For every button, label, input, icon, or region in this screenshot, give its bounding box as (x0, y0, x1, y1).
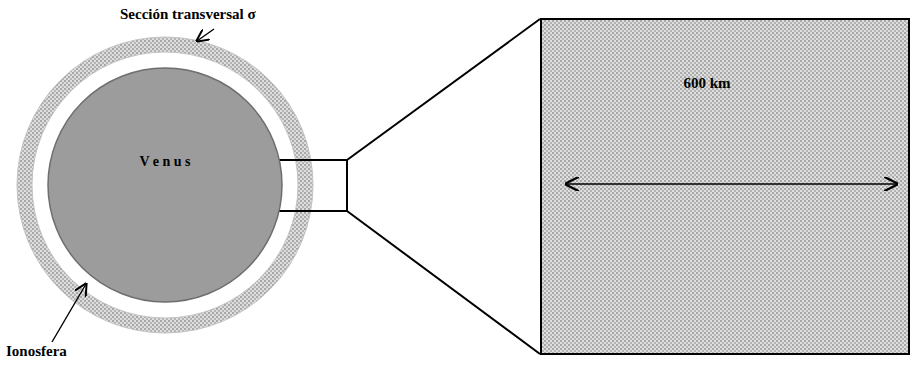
planet-disc (48, 68, 282, 302)
planet-circle: V e n u s (47, 67, 283, 303)
planet-outline (47, 67, 283, 303)
ionosphere-label: Ionosfera (6, 343, 67, 360)
magnified-patch (541, 19, 909, 354)
ionosphere-ring (25, 45, 306, 326)
zoom-line (347, 211, 540, 354)
dimension-label: 600 km (683, 75, 730, 92)
leader-arrow (197, 29, 214, 41)
dimension-arrow (566, 183, 897, 185)
zoom-line (347, 19, 540, 160)
planet-name: V e n u s (139, 154, 190, 170)
magnified-region: 600 km (540, 18, 910, 355)
ring-outer-edge (17, 37, 313, 333)
ring-inner-edge (32, 52, 298, 318)
section-label: Sección transversal σ (120, 6, 256, 23)
leader-arrow (52, 284, 86, 342)
